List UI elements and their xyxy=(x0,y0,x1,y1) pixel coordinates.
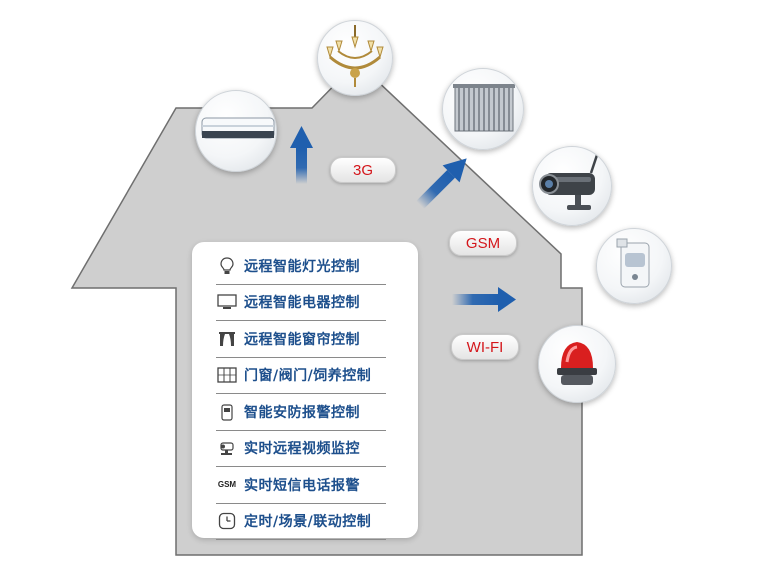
feature-label: 智能安防报警控制 xyxy=(244,404,360,421)
feature-label: 实时短信电话报警 xyxy=(244,477,360,494)
motion-sensor-bubble xyxy=(596,228,672,304)
air-conditioner-bubble xyxy=(195,90,277,172)
network-tag-gsm: GSM xyxy=(449,230,517,256)
feature-label: 远程智能灯光控制 xyxy=(244,258,360,275)
bulb-icon xyxy=(216,257,238,275)
curtain-icon xyxy=(216,330,238,348)
feature-label: 定时/场景/联动控制 xyxy=(244,514,372,531)
alarm-siren-icon xyxy=(557,342,597,385)
air-conditioner-icon xyxy=(201,117,275,139)
network-tag-3g: 3G xyxy=(330,157,396,183)
feature-label: 远程智能电器控制 xyxy=(244,295,360,312)
camera-icon xyxy=(216,439,238,457)
feature-item-lighting: 远程智能灯光控制 xyxy=(216,248,386,285)
security-camera-icon xyxy=(539,154,599,210)
monitor-icon xyxy=(216,293,238,311)
chandelier-bubble xyxy=(317,20,393,96)
window-icon xyxy=(216,366,238,384)
curtain-bubble xyxy=(442,68,524,150)
chandelier-icon xyxy=(326,25,384,87)
arrow-right-icon xyxy=(452,287,516,312)
feature-item-timer-scene: 定时/场景/联动控制 xyxy=(216,504,386,540)
feature-label: 远程智能窗帘控制 xyxy=(244,331,360,348)
network-tag-wifi: WI-FI xyxy=(451,334,519,360)
feature-label: 实时远程视频监控 xyxy=(244,441,360,458)
arrow-up-icon xyxy=(290,126,313,184)
feature-list-panel: 远程智能灯光控制 远程智能电器控制 远程智能窗帘控制 门窗/阀门/饲养控制 智能… xyxy=(192,242,418,540)
feature-item-appliance: 远程智能电器控制 xyxy=(216,285,386,321)
security-camera-bubble xyxy=(532,146,612,226)
feature-label: 门窗/阀门/饲养控制 xyxy=(244,368,372,385)
feature-item-security: 智能安防报警控制 xyxy=(216,394,386,431)
feature-item-curtain: 远程智能窗帘控制 xyxy=(216,321,386,358)
alarm-siren-bubble xyxy=(538,325,616,403)
feature-item-sms-alarm: GSM 实时短信电话报警 xyxy=(216,467,386,504)
motion-sensor-icon xyxy=(616,238,650,288)
clock-icon xyxy=(216,512,238,530)
gsm-icon: GSM xyxy=(217,480,237,490)
curtain-icon xyxy=(453,84,515,132)
feature-item-window-valve: 门窗/阀门/饲养控制 xyxy=(216,358,386,394)
feature-item-video: 实时远程视频监控 xyxy=(216,431,386,467)
arrow-diagonal-icon xyxy=(416,158,467,209)
sensor-icon xyxy=(216,403,238,421)
